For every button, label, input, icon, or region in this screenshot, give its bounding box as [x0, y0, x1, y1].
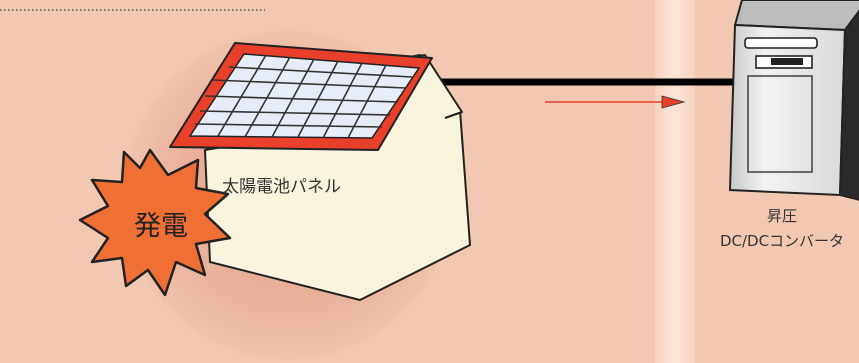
- converter-label-line2: DC/DCコンバータ: [719, 232, 845, 250]
- converter-label-line1: 昇圧: [766, 207, 797, 225]
- solar-panel-label: 太陽電池パネル: [222, 177, 341, 197]
- generation-label: 発電: [134, 211, 188, 242]
- converter-box-icon: [728, 0, 859, 201]
- background-stripe: [655, 0, 695, 363]
- starburst-icon: [78, 148, 232, 297]
- converter-label: 昇圧 DC/DCコンバータ: [692, 204, 859, 254]
- right-arrow-icon: [545, 95, 686, 109]
- drive-slot: [744, 37, 818, 49]
- solar-panel-icon: [169, 42, 433, 151]
